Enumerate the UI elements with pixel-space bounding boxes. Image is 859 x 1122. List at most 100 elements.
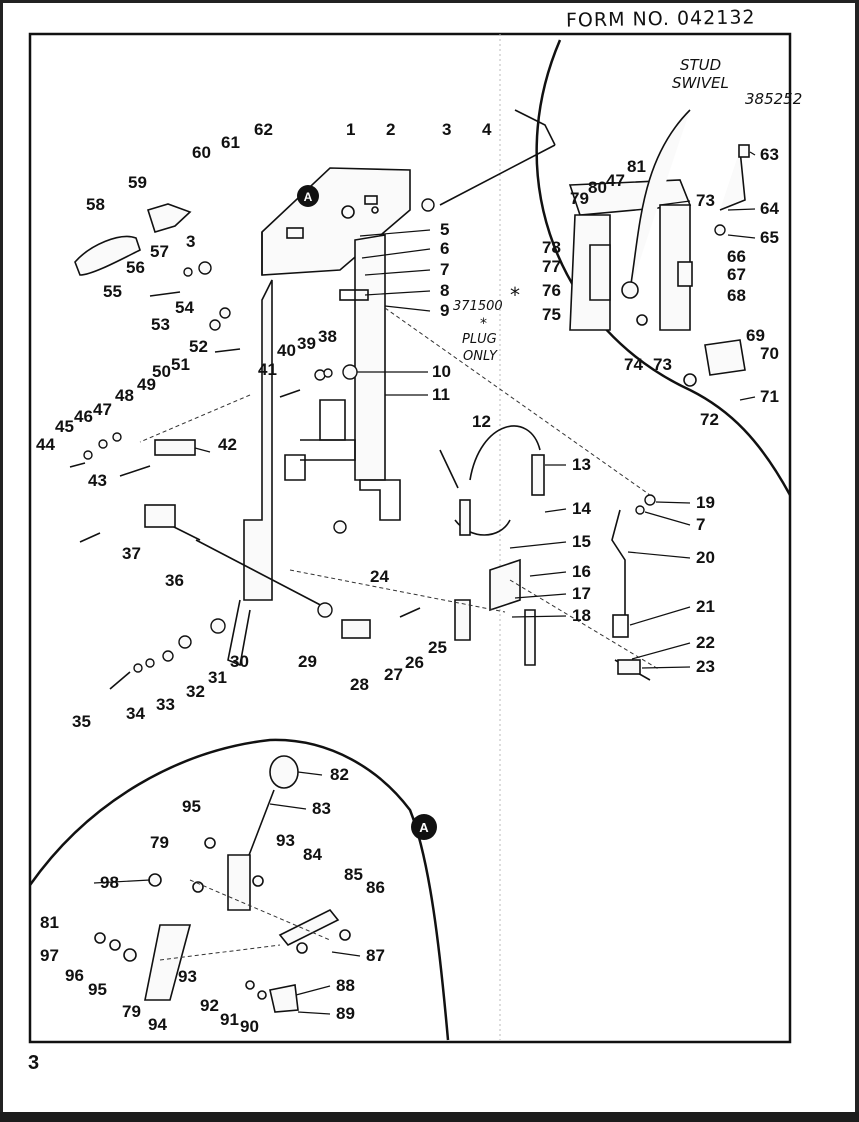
callout: 40 <box>277 341 296 360</box>
callout: 46 <box>74 407 93 426</box>
callout: 86 <box>366 878 385 897</box>
callout: 15 <box>572 532 591 551</box>
callout: 74 <box>624 355 643 374</box>
callout: 66 <box>727 247 746 266</box>
callout: 37 <box>122 544 141 563</box>
callout: 3 <box>442 120 451 139</box>
callout: 27 <box>384 665 403 684</box>
callout: 94 <box>148 1015 167 1034</box>
callout: 68 <box>727 286 746 305</box>
callout: 64 <box>760 199 779 218</box>
callout: 26 <box>405 653 424 672</box>
callout: 79 <box>150 833 169 852</box>
callout: 3 <box>186 232 195 251</box>
callout: 53 <box>151 315 170 334</box>
callout: 52 <box>189 337 208 356</box>
callout: 85 <box>344 865 363 884</box>
callout: 72 <box>700 410 719 429</box>
leader-lines <box>93 151 756 1015</box>
marker-a-inset-label: A <box>419 820 429 835</box>
callout: 8 <box>440 281 449 300</box>
callout: 69 <box>746 326 765 345</box>
callout: 93 <box>276 831 295 850</box>
callout: 95 <box>182 797 201 816</box>
callout: 19 <box>696 493 715 512</box>
bracket-42 <box>154 439 196 456</box>
callout: 76 <box>542 281 561 300</box>
callout: 48 <box>115 386 134 405</box>
note-plug: PLUG <box>462 332 497 347</box>
scan-bottom-band <box>0 1112 859 1122</box>
inset-border-bottom-left <box>28 738 450 1041</box>
callout: 47 <box>606 171 625 190</box>
callout: 81 <box>627 157 646 176</box>
callout: 5 <box>440 220 449 239</box>
marker-a-top-label: A <box>304 190 313 204</box>
callout: 54 <box>175 298 194 317</box>
bolts-main <box>69 291 421 690</box>
linkage-rods <box>159 109 651 681</box>
scan-right-edge <box>855 0 859 1122</box>
callout: 95 <box>88 980 107 999</box>
callout: 49 <box>137 375 156 394</box>
callout: 79 <box>570 189 589 208</box>
clevis-37 <box>144 504 176 528</box>
note-only: ONLY <box>463 349 498 364</box>
callout: 70 <box>760 344 779 363</box>
callout: 34 <box>126 704 145 723</box>
callout: 43 <box>88 471 107 490</box>
callout: 96 <box>65 966 84 985</box>
inset-bottom-left-parts <box>94 755 351 1013</box>
callout: 80 <box>588 178 607 197</box>
callout: 47 <box>93 400 112 419</box>
callout: 83 <box>312 799 331 818</box>
callout: 62 <box>254 120 273 139</box>
callout: 17 <box>572 584 591 603</box>
callout: 78 <box>542 238 561 257</box>
note-asterisk: * <box>510 283 520 307</box>
callout: 73 <box>696 191 715 210</box>
callout: 13 <box>572 455 591 474</box>
callout: 50 <box>152 362 171 381</box>
callout: 41 <box>258 360 277 379</box>
callout: 30 <box>230 652 249 671</box>
callout: 90 <box>240 1017 259 1036</box>
callout: 35 <box>72 712 91 731</box>
marker-a-top <box>297 185 319 207</box>
callout-labels: 1 2 3 4 62 61 60 59 58 57 3 56 55 54 53 … <box>36 120 779 1036</box>
callout: 51 <box>171 355 190 374</box>
callout: 55 <box>103 282 122 301</box>
callout: 77 <box>542 257 561 276</box>
callout: 1 <box>346 120 355 139</box>
scan-left-edge <box>0 0 3 1122</box>
callout: 67 <box>727 265 746 284</box>
callout: 24 <box>370 567 389 586</box>
callout: 20 <box>696 548 715 567</box>
main-housing <box>227 167 411 667</box>
clevis-28 <box>341 619 371 639</box>
callout: 6 <box>440 239 449 258</box>
note-plug-asterisk: * <box>480 316 487 332</box>
callout: 23 <box>696 657 715 676</box>
callout: 82 <box>330 765 349 784</box>
diagram-frame <box>28 32 792 1044</box>
callout: 22 <box>696 633 715 652</box>
callout: 44 <box>36 435 55 454</box>
callout: 60 <box>192 143 211 162</box>
callout: 91 <box>220 1010 239 1029</box>
callout: 16 <box>572 562 591 581</box>
callout: 71 <box>760 387 779 406</box>
assembly-lines <box>139 307 661 671</box>
scan-top-edge <box>0 0 859 3</box>
fasteners-main <box>83 198 726 673</box>
callout: 2 <box>386 120 395 139</box>
callout: 79 <box>122 1002 141 1021</box>
callout: 56 <box>126 258 145 277</box>
callout: 36 <box>165 571 184 590</box>
marker-a-inset <box>411 814 437 840</box>
callout: 73 <box>653 355 672 374</box>
callout: 65 <box>760 228 779 247</box>
callout: 29 <box>298 652 317 671</box>
callout: 81 <box>40 913 59 932</box>
note-swivel: SWIVEL <box>672 74 729 92</box>
